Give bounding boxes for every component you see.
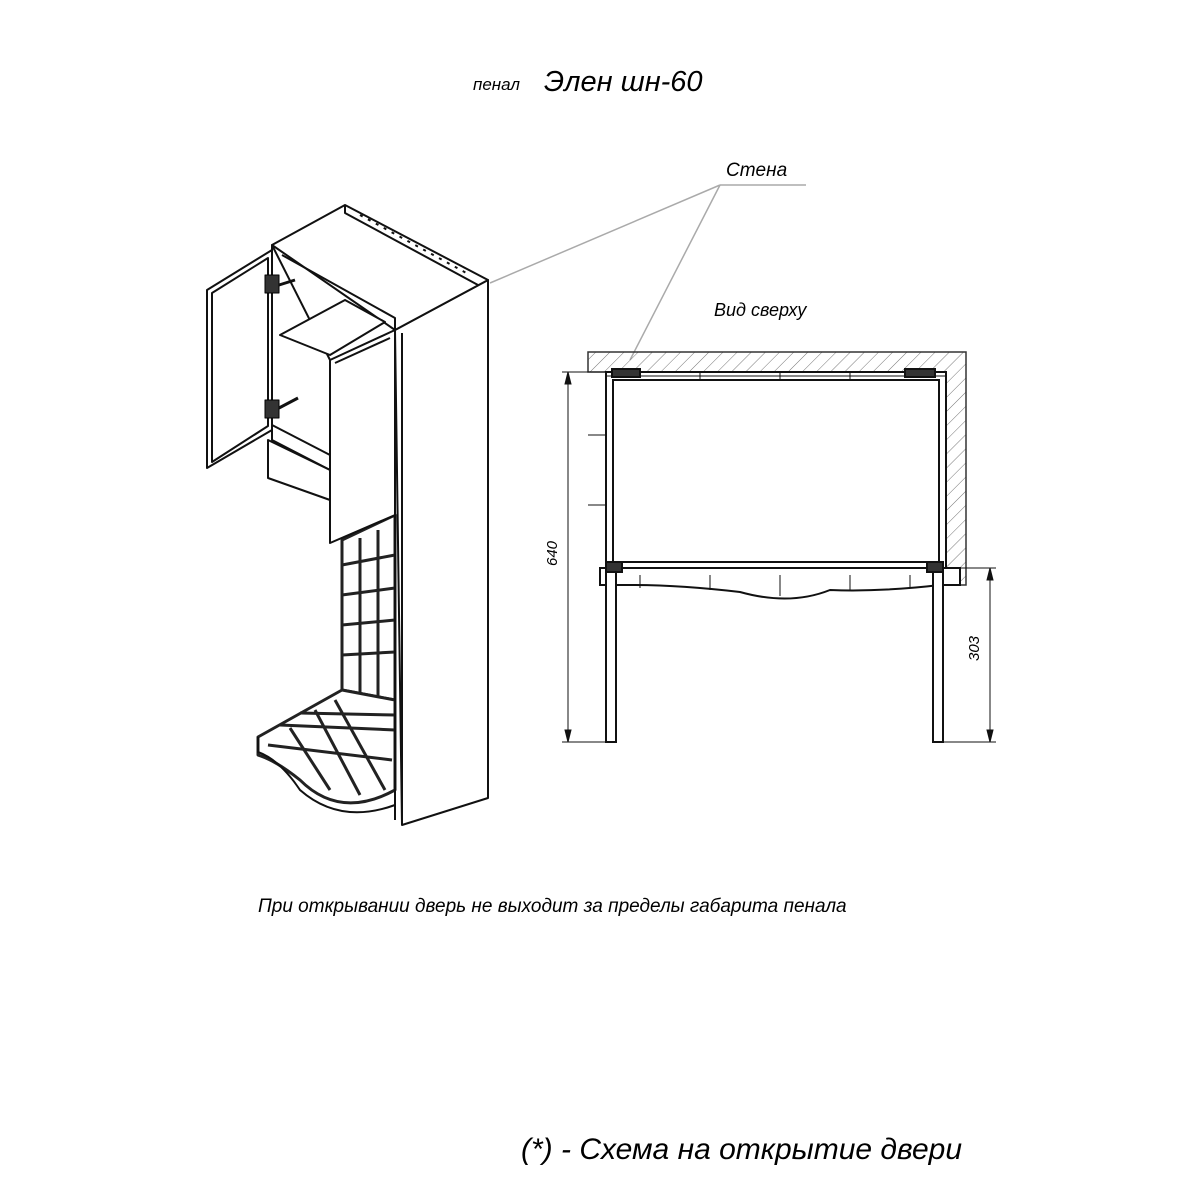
hinge-icon — [264, 274, 280, 294]
wall-tiles — [340, 513, 397, 702]
title-prefix: пенал — [473, 75, 521, 94]
wall-label: Стена — [726, 160, 788, 181]
hinge-icon — [264, 399, 280, 419]
door-note: При открывании дверь не выходит за преде… — [258, 896, 847, 917]
footer-caption: (*) - Схема на открытие двери — [521, 1133, 963, 1166]
door-swing-dimension: 303 — [966, 635, 984, 662]
top-view-label: Вид сверху — [714, 300, 807, 320]
page-title: Элен шн-60 — [544, 66, 703, 98]
dimension-lines — [562, 371, 996, 743]
wall-leader-lines — [489, 184, 806, 361]
depth-dimension: 640 — [544, 540, 562, 567]
top-view-diagram — [587, 351, 967, 743]
cabinet-isometric — [206, 204, 489, 826]
floor-tiles — [256, 688, 397, 805]
